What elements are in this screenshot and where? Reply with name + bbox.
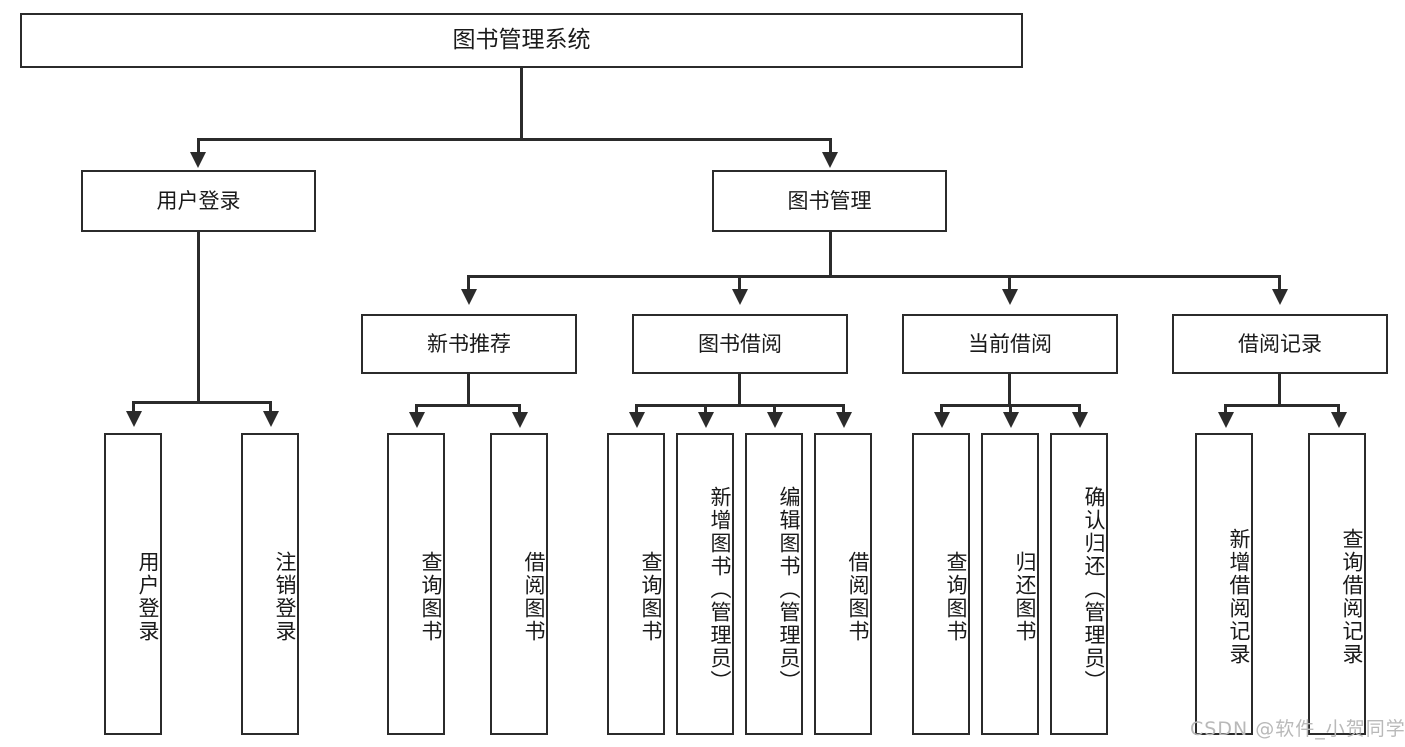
node-label: 注销登录	[273, 551, 297, 643]
node-label: 新增借阅记录	[1227, 528, 1251, 666]
node-label: 编辑图书（管理员）	[777, 485, 801, 693]
node-label: 查询图书	[944, 551, 968, 643]
arrow-current-borrow-leaf-1	[934, 412, 950, 428]
leaf-current-borrow-query-book[interactable]: 查询图书	[912, 433, 970, 735]
node-label: 借阅图书	[846, 551, 870, 643]
arrow-to-book-borrow	[732, 289, 748, 305]
arrow-user-login-leaf-2	[263, 411, 279, 427]
leaf-book-borrow-query-book[interactable]: 查询图书	[607, 433, 665, 735]
connector-root-bus	[197, 138, 831, 141]
connector-drop-current-borrow	[1008, 275, 1011, 291]
arrow-root-to-user-login	[190, 152, 206, 168]
arrow-borrow-record-leaf-2	[1331, 412, 1347, 428]
connector-book-borrow-bus	[635, 404, 844, 407]
node-label: 确认归还（管理员）	[1082, 485, 1106, 693]
connector-current-borrow-stem	[1008, 374, 1011, 407]
arrow-user-login-leaf-1	[126, 411, 142, 427]
connector-borrow-record-drop-1	[1224, 404, 1227, 414]
node-label: 借阅图书	[522, 551, 546, 643]
connector-current-borrow-drop-2	[1009, 404, 1012, 414]
node-label: 查询借阅记录	[1340, 528, 1364, 666]
node-current-borrow[interactable]: 当前借阅	[902, 314, 1118, 374]
connector-new-book-bus	[415, 404, 521, 407]
connector-drop-new-book	[467, 275, 470, 291]
connector-current-borrow-drop-1	[940, 404, 943, 414]
arrow-current-borrow-leaf-2	[1003, 412, 1019, 428]
leaf-user-login-login[interactable]: 用户登录	[104, 433, 162, 735]
connector-user-login-stem	[197, 232, 200, 404]
arrow-new-book-leaf-2	[512, 412, 528, 428]
node-label: 借阅记录	[1238, 331, 1322, 356]
connector-root-stem	[520, 68, 523, 140]
arrow-book-borrow-leaf-3	[767, 412, 783, 428]
arrow-book-borrow-leaf-2	[698, 412, 714, 428]
connector-borrow-record-drop-2	[1337, 404, 1340, 414]
connector-borrow-record-bus	[1224, 404, 1340, 407]
leaf-user-login-logout[interactable]: 注销登录	[241, 433, 299, 735]
leaf-book-borrow-add-book-admin[interactable]: 新增图书（管理员）	[676, 433, 734, 735]
leaf-borrow-record-add-record[interactable]: 新增借阅记录	[1195, 433, 1253, 735]
arrow-root-to-book-management	[822, 152, 838, 168]
connector-book-borrow-drop-1	[635, 404, 638, 414]
connector-new-book-drop-1	[415, 404, 418, 414]
leaf-book-borrow-edit-book-admin[interactable]: 编辑图书（管理员）	[745, 433, 803, 735]
node-label: 新书推荐	[427, 331, 511, 356]
node-label: 归还图书	[1013, 551, 1037, 643]
connector-book-borrow-drop-3	[773, 404, 776, 414]
node-label: 查询图书	[419, 551, 443, 643]
connector-book-borrow-drop-4	[842, 404, 845, 414]
node-user-login[interactable]: 用户登录	[81, 170, 316, 232]
connector-borrow-record-stem	[1278, 374, 1281, 407]
leaf-current-borrow-return-book[interactable]: 归还图书	[981, 433, 1039, 735]
arrow-to-current-borrow	[1002, 289, 1018, 305]
connector-root-to-user-login	[197, 138, 200, 154]
connector-user-login-drop-2	[269, 401, 272, 413]
connector-new-book-drop-2	[518, 404, 521, 414]
arrow-new-book-leaf-1	[409, 412, 425, 428]
connector-user-login-drop-1	[132, 401, 135, 413]
leaf-current-borrow-confirm-return-admin[interactable]: 确认归还（管理员）	[1050, 433, 1108, 735]
node-label: 新增图书（管理员）	[708, 485, 732, 693]
node-new-book-recommend[interactable]: 新书推荐	[361, 314, 577, 374]
connector-user-login-bus	[132, 401, 272, 404]
arrow-current-borrow-leaf-3	[1072, 412, 1088, 428]
node-book-management[interactable]: 图书管理	[712, 170, 947, 232]
node-label: 用户登录	[156, 188, 241, 213]
node-label: 用户登录	[136, 551, 160, 643]
connector-level3-bus	[467, 275, 1281, 278]
node-borrow-record[interactable]: 借阅记录	[1172, 314, 1388, 374]
connector-drop-borrow-record	[1278, 275, 1281, 291]
arrow-borrow-record-leaf-1	[1218, 412, 1234, 428]
leaf-borrow-record-query-record[interactable]: 查询借阅记录	[1308, 433, 1366, 735]
connector-book-borrow-stem	[738, 374, 741, 407]
node-label: 图书借阅	[698, 331, 782, 356]
node-book-borrow[interactable]: 图书借阅	[632, 314, 848, 374]
arrow-book-borrow-leaf-4	[836, 412, 852, 428]
connector-new-book-stem	[467, 374, 470, 407]
connector-current-borrow-drop-3	[1078, 404, 1081, 414]
node-label: 当前借阅	[968, 331, 1052, 356]
connector-book-borrow-drop-2	[704, 404, 707, 414]
arrow-book-borrow-leaf-1	[629, 412, 645, 428]
connector-root-to-book-management	[829, 138, 832, 154]
connector-book-management-stem	[829, 232, 832, 278]
node-label: 图书管理系统	[452, 26, 591, 53]
arrow-to-new-book-recommend	[461, 289, 477, 305]
leaf-new-book-borrow-book[interactable]: 借阅图书	[490, 433, 548, 735]
watermark-csdn: CSDN @软件_小贺同学	[1190, 718, 1405, 740]
leaf-book-borrow-borrow-book[interactable]: 借阅图书	[814, 433, 872, 735]
connector-drop-book-borrow	[738, 275, 741, 291]
node-label: 查询图书	[639, 551, 663, 643]
node-root-book-management-system[interactable]: 图书管理系统	[20, 13, 1023, 68]
node-label: 图书管理	[787, 188, 872, 213]
arrow-to-borrow-record	[1272, 289, 1288, 305]
leaf-new-book-query-book[interactable]: 查询图书	[387, 433, 445, 735]
